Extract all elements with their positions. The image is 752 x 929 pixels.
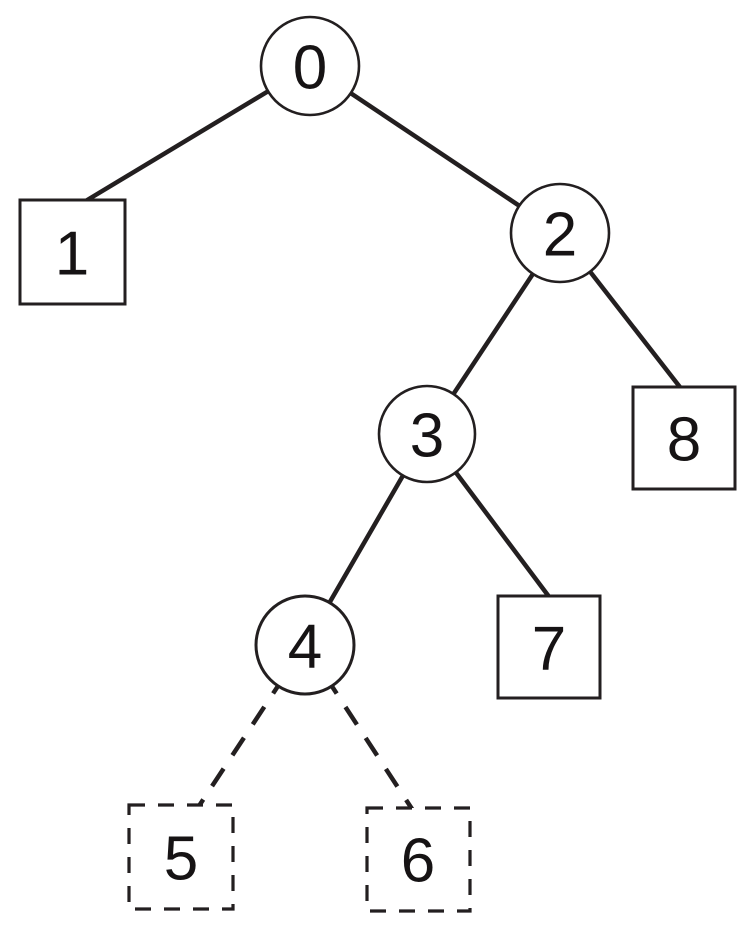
node-2: 2 [509,182,611,284]
node-3-shape [377,384,477,484]
node-8-label: 8 [667,405,701,474]
edge-4-5 [195,643,307,811]
node-8-shape [631,385,737,491]
node-2-shape [509,182,611,284]
edge-4-6 [303,643,416,814]
node-6: 6 [365,806,472,913]
node-4-label: 4 [288,612,322,681]
node-1-label: 1 [55,219,89,288]
node-0-shape [259,15,361,117]
node-1-shape [18,198,127,306]
node-3-label: 3 [410,401,444,470]
node-6-label: 6 [401,826,435,895]
node-2-label: 2 [543,200,577,269]
node-5-shape [127,803,235,911]
node-8: 8 [631,385,737,491]
node-5: 5 [127,803,235,911]
node-4: 4 [254,594,356,696]
node-3: 3 [377,384,477,484]
node-1: 1 [18,198,127,306]
node-6-shape [365,806,472,913]
node-7: 7 [496,594,602,700]
node-0-label: 0 [293,33,327,102]
node-7-label: 7 [532,614,566,683]
node-7-shape [496,594,602,700]
node-0: 0 [259,15,361,117]
node-4-shape [254,594,356,696]
node-5-label: 5 [164,824,198,893]
